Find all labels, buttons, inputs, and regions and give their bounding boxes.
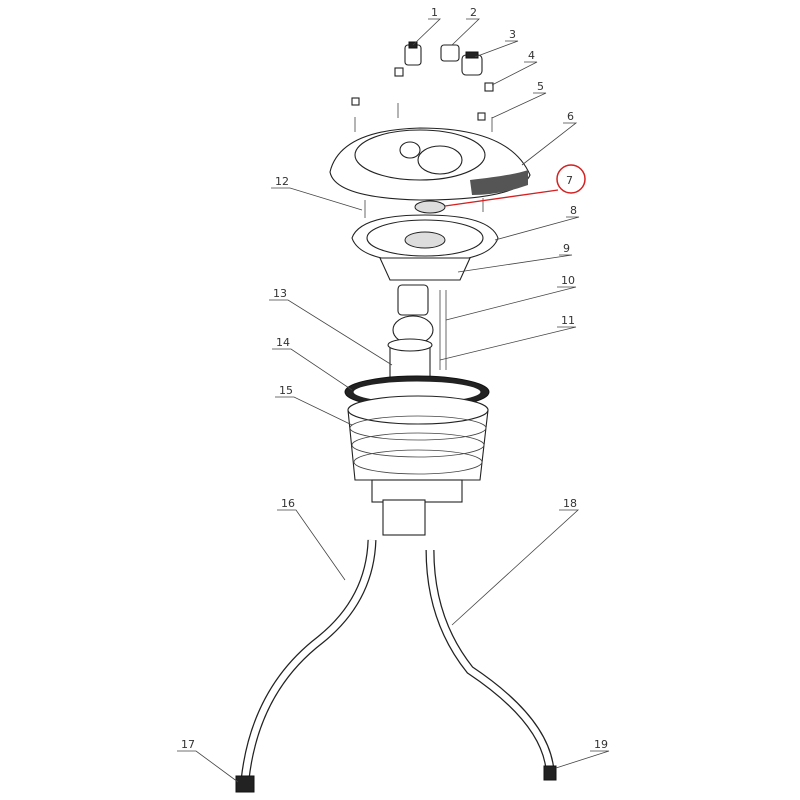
callout-11: 11 xyxy=(439,314,577,361)
callout-3: 3 xyxy=(474,28,519,58)
part-4-plug-d xyxy=(477,112,486,121)
callout-6: 6 xyxy=(521,110,578,166)
callout-label: 19 xyxy=(594,738,608,751)
part-9-collar xyxy=(379,257,471,281)
callout-label: 7 xyxy=(566,174,573,187)
callout-label: 8 xyxy=(570,204,577,217)
callout-label: 4 xyxy=(528,49,535,62)
callout-12: 12 xyxy=(271,175,363,211)
callout-14: 14 xyxy=(272,336,353,391)
callout-label: 10 xyxy=(561,274,575,287)
part-4-plug-c xyxy=(351,97,360,106)
hoses xyxy=(235,539,557,793)
part-3-cap xyxy=(465,51,479,59)
callout-label: 18 xyxy=(563,497,577,510)
callout-label: 15 xyxy=(279,384,293,397)
callout-2: 2 xyxy=(451,6,480,46)
part-17-fitting xyxy=(235,775,255,793)
callout-label: 16 xyxy=(281,497,295,510)
callout-label: 12 xyxy=(275,175,289,188)
callout-9: 9 xyxy=(457,242,573,273)
callout-8: 8 xyxy=(494,204,580,241)
callout-label: 5 xyxy=(537,80,544,93)
callout-17: 17 xyxy=(177,738,239,783)
callout-13: 13 xyxy=(269,287,393,366)
callout-16: 16 xyxy=(277,497,346,581)
callout-7: 7 xyxy=(444,164,586,207)
callout-15: 15 xyxy=(275,384,353,426)
callout-label: 1 xyxy=(431,6,438,19)
part-4-plug xyxy=(394,67,404,77)
part-8-housing xyxy=(351,214,499,263)
highlight-circle xyxy=(556,164,586,194)
callout-label: 6 xyxy=(567,110,574,123)
callout-label: 2 xyxy=(470,6,477,19)
callout-label: 13 xyxy=(273,287,287,300)
callout-18: 18 xyxy=(451,497,580,626)
part-7-valve xyxy=(414,200,446,214)
callout-4: 4 xyxy=(491,49,538,86)
callout-label: 3 xyxy=(509,28,516,41)
part-10-connector xyxy=(392,284,447,370)
callout-label: 14 xyxy=(276,336,290,349)
part-6-cover xyxy=(329,127,531,201)
part-19-fitting xyxy=(543,765,557,781)
part-2-button xyxy=(440,44,460,62)
callout-19: 19 xyxy=(555,738,610,769)
part-18-hose xyxy=(425,549,555,771)
callout-5: 5 xyxy=(491,80,547,119)
part-15-body xyxy=(347,395,489,536)
part-16-hose xyxy=(240,539,377,781)
callout-1: 1 xyxy=(412,6,441,46)
callout-10: 10 xyxy=(445,274,577,321)
callout-label: 17 xyxy=(181,738,195,751)
buttons-group xyxy=(351,41,494,121)
cover-grille xyxy=(470,170,528,195)
callout-label: 11 xyxy=(561,314,575,327)
callout-label: 9 xyxy=(563,242,570,255)
part-4-plug-b xyxy=(484,82,494,92)
